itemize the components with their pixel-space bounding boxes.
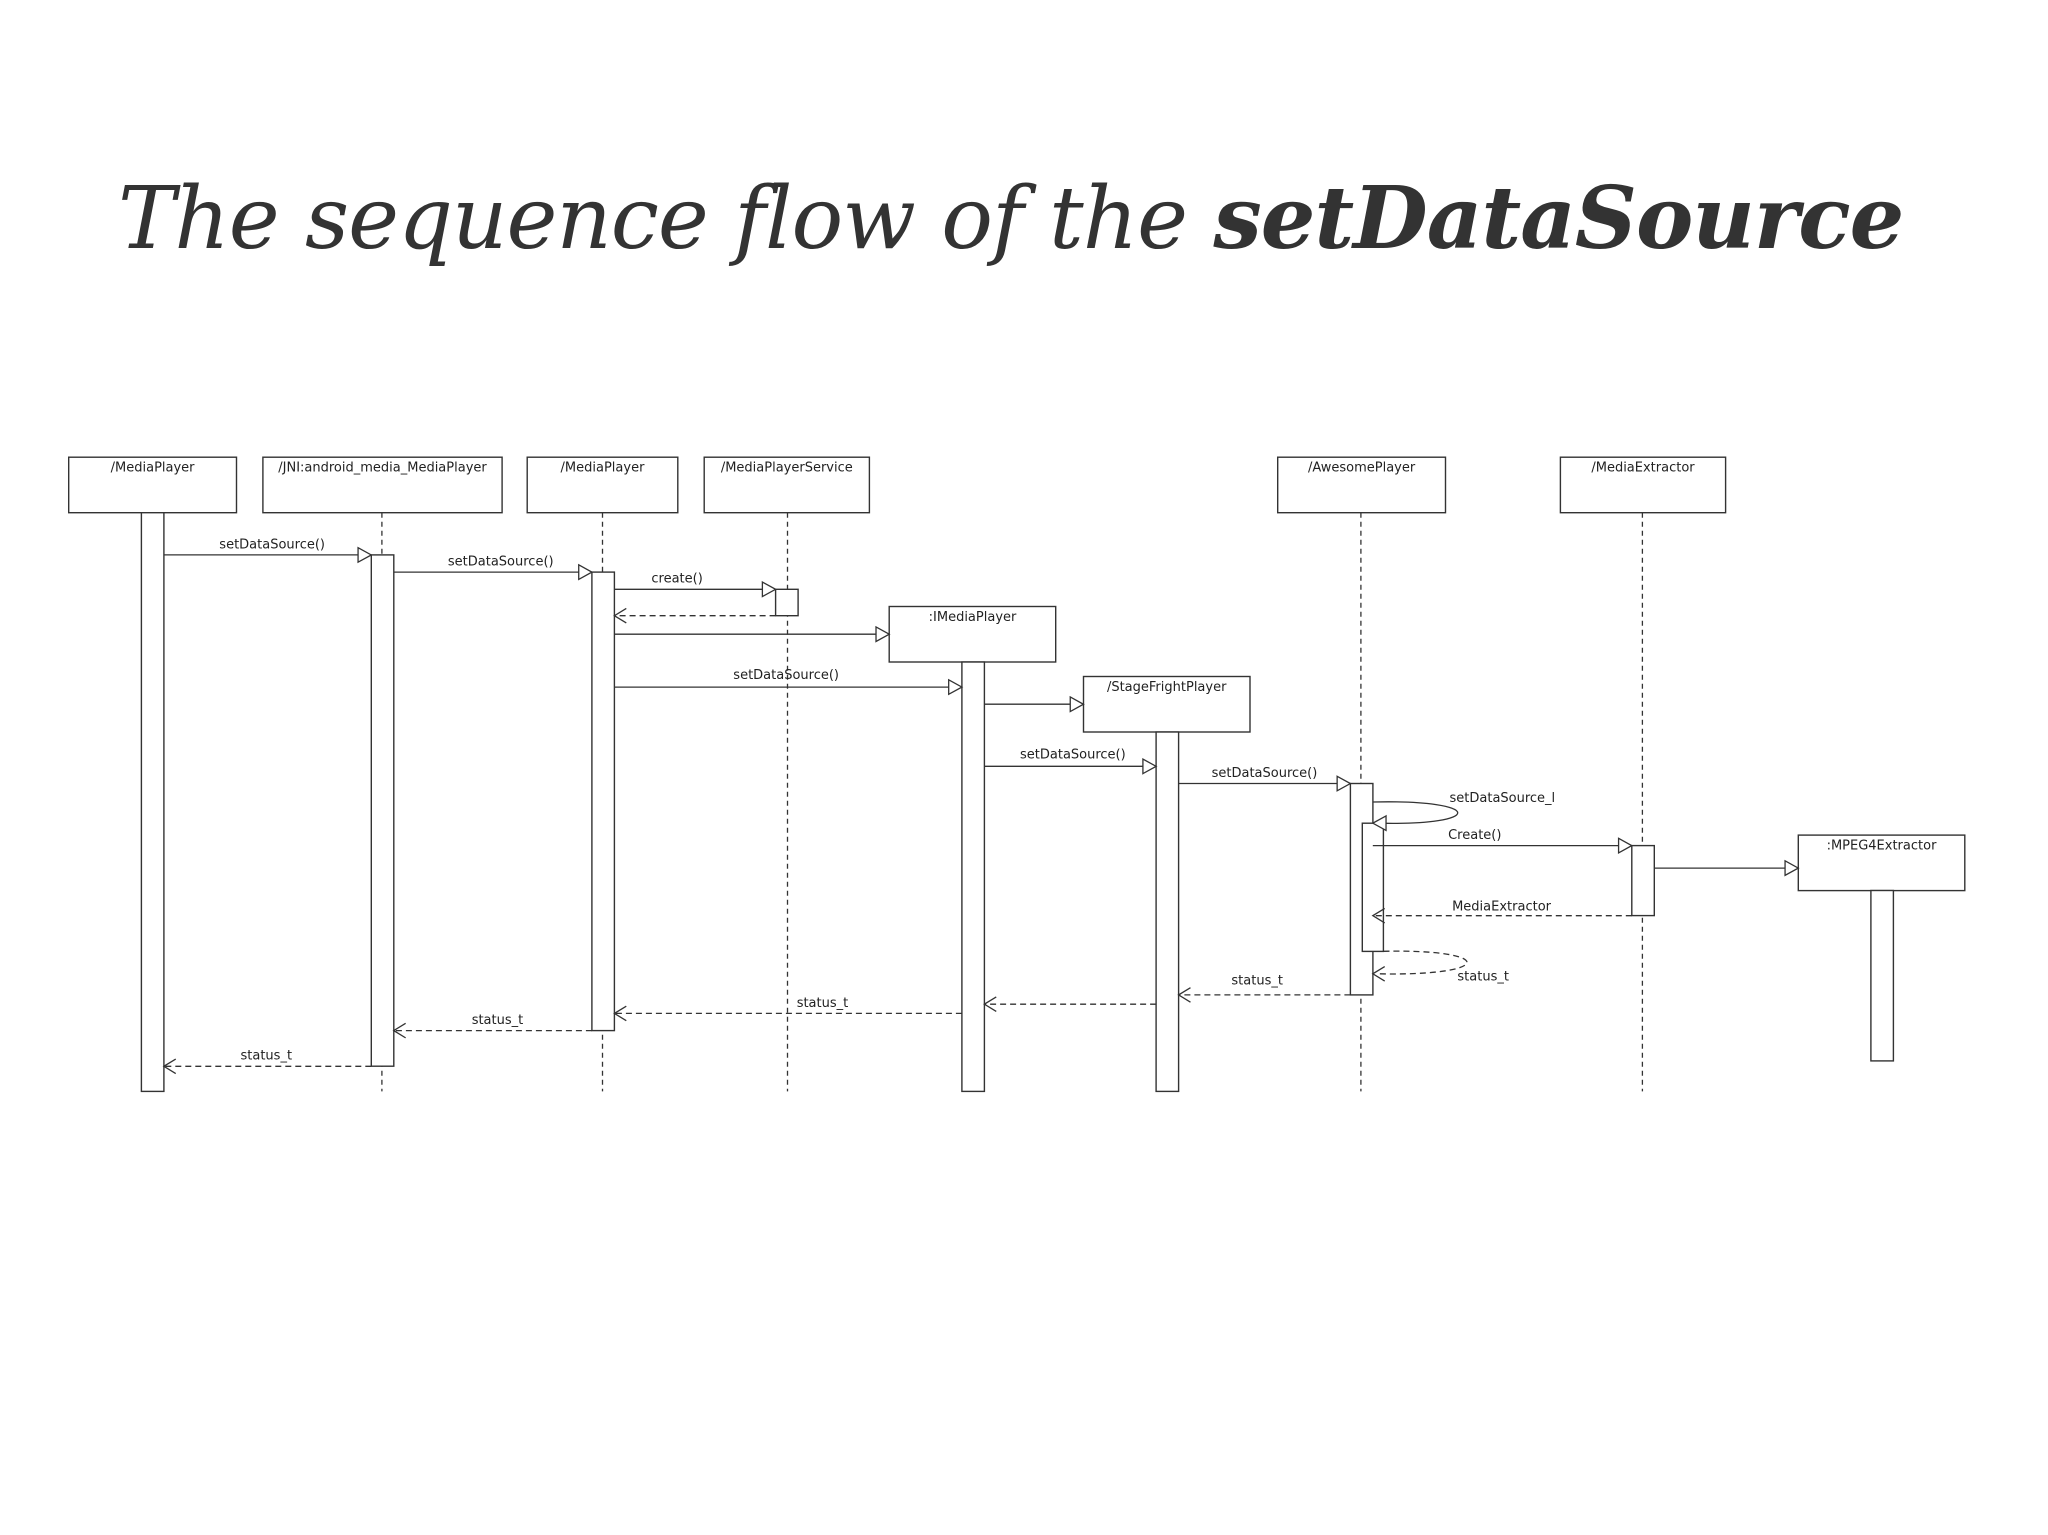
message-status-t-18-arrowhead — [162, 1058, 177, 1075]
activation-mp_java — [140, 512, 165, 1093]
slide-title: The sequence flow of the setDataSource — [118, 168, 1904, 269]
message-create-2-arrowhead — [761, 580, 777, 598]
object-box-jni — [262, 456, 503, 514]
message-status-t-16-arrowhead — [613, 1005, 627, 1022]
activation-imp — [961, 661, 986, 1093]
activation-jni — [370, 554, 395, 1067]
object-label-me: /MediaExtractor — [1591, 461, 1695, 476]
message-setdatasource-l-9-arrowhead — [1371, 814, 1387, 832]
activation-mp4 — [1870, 889, 1895, 1062]
activation-me — [1631, 844, 1656, 917]
message-create-4-arrowhead — [875, 625, 891, 643]
message-mediaextractor-12-arrowhead — [1371, 907, 1386, 924]
message-status-t-13 — [1378, 950, 1468, 975]
object-box-mp_java — [67, 456, 238, 514]
activation-mp_native — [591, 571, 616, 1032]
object-box-mp_native — [526, 456, 679, 514]
message-status-t-17-label: status_t — [472, 1013, 524, 1028]
message-setdatasource-l-9 — [1372, 801, 1459, 825]
message-create-11-arrowhead — [1784, 859, 1800, 877]
message-setdatasource-5-label: setDataSource() — [733, 668, 839, 683]
activation-mps — [774, 588, 799, 617]
message-status-t-18-label: status_t — [241, 1049, 293, 1064]
message-status-t-17-arrowhead — [392, 1022, 406, 1039]
message-setdatasource-1-label: setDataSource() — [448, 555, 554, 570]
object-label-imp: :IMediaPlayer — [929, 610, 1017, 625]
object-label-mp_native: /MediaPlayer — [561, 461, 646, 476]
message-create-10-label: Create() — [1448, 828, 1501, 843]
message-return-15-arrowhead — [983, 996, 997, 1013]
object-label-mp_java: /MediaPlayer — [111, 461, 196, 476]
message-mediaextractor-12-label: MediaExtractor — [1452, 899, 1552, 914]
message-status-t-14-label: status_t — [1231, 973, 1283, 988]
message-status-t-13-label: status_t — [1457, 969, 1509, 984]
object-label-ap: /AwesomePlayer — [1308, 461, 1416, 476]
message-create-6-arrowhead — [1069, 695, 1085, 713]
object-box-mps — [703, 456, 871, 514]
message-setdatasource-7-arrowhead — [1142, 757, 1158, 775]
object-box-ap — [1276, 456, 1447, 514]
message-setdatasource-8-arrowhead — [1336, 775, 1352, 792]
activation-ap — [1361, 822, 1385, 953]
object-box-imp — [888, 605, 1057, 663]
object-label-sfp: /StageFrightPlayer — [1107, 680, 1227, 695]
message-return-3-arrowhead — [613, 607, 627, 624]
object-label-mp4: :MPEG4Extractor — [1827, 839, 1938, 854]
message-setdatasource-0-arrowhead — [357, 546, 373, 564]
object-label-mps: /MediaPlayerService — [721, 461, 853, 476]
message-status-t-14-arrowhead — [1177, 987, 1191, 1003]
object-box-me — [1559, 456, 1727, 514]
message-setdatasource-l-9-label: setDataSource_l — [1450, 791, 1556, 806]
message-create-2-label: create() — [651, 572, 702, 587]
message-setdatasource-8-label: setDataSource() — [1212, 766, 1318, 781]
message-status-t-13-arrowhead — [1371, 965, 1386, 982]
message-setdatasource-0-label: setDataSource() — [219, 537, 325, 552]
message-setdatasource-1-arrowhead — [578, 563, 594, 581]
title-normal: The sequence flow of the — [118, 169, 1214, 269]
title-bold: setDataSource — [1213, 168, 1904, 269]
message-create-10-arrowhead — [1617, 837, 1634, 854]
message-setdatasource-7-label: setDataSource() — [1020, 747, 1126, 762]
object-label-jni: /JNI:android_media_MediaPlayer — [278, 461, 487, 476]
message-setdatasource-5-arrowhead — [948, 678, 964, 696]
activation-sfp — [1155, 731, 1180, 1093]
message-status-t-16-label: status_t — [797, 996, 849, 1011]
